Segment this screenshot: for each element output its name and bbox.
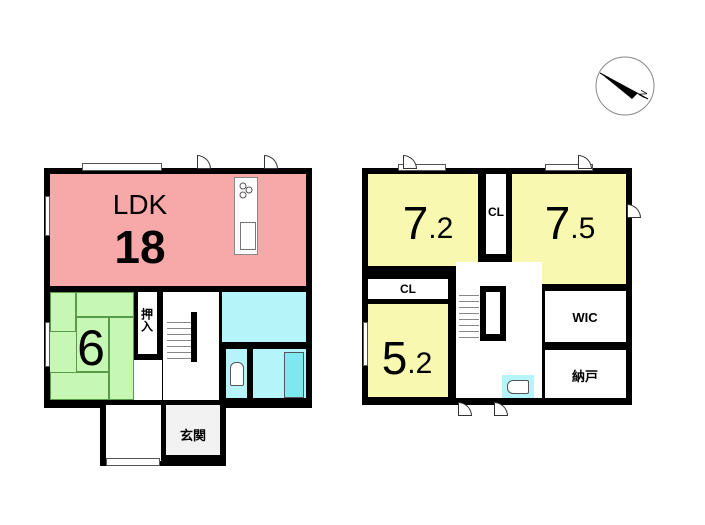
entrance-door[interactable] <box>106 458 160 466</box>
bedroom-5-2-size: 5.2 <box>372 330 442 386</box>
tatami <box>50 372 109 400</box>
size-whole: 7 <box>544 197 571 249</box>
bedroom-5-2 <box>368 304 448 397</box>
entrance-label: 玄関 <box>179 427 206 443</box>
tatami <box>109 317 134 400</box>
bedroom-7-5-size: 7.5 <box>530 195 610 251</box>
japanese-room-size: 6 <box>77 320 105 376</box>
room-washroom <box>222 292 306 342</box>
storage-nando <box>545 350 626 398</box>
ldk-size: 18 <box>114 221 166 273</box>
porch <box>106 405 161 461</box>
stair-wall <box>191 312 197 362</box>
window <box>398 164 446 171</box>
door-icon <box>403 155 417 169</box>
door-icon <box>627 204 641 218</box>
door-icon <box>197 155 211 169</box>
toilet-icon <box>230 362 244 386</box>
size-decimal: .5 <box>570 212 596 245</box>
room-japanese <box>50 292 134 400</box>
size-whole: 5 <box>381 332 408 384</box>
door-icon <box>578 155 592 169</box>
sink-icon <box>240 222 256 250</box>
genkan <box>166 405 220 455</box>
closet-cl-upper-label: CL <box>488 205 504 219</box>
closet-label: 押入 <box>139 308 154 332</box>
size-decimal: .2 <box>428 212 454 245</box>
room-ldk <box>50 174 306 286</box>
window <box>545 164 593 171</box>
hall-under <box>134 360 162 400</box>
door-icon <box>264 155 278 169</box>
compass-arrow-icon <box>595 56 655 116</box>
size-whole: 7 <box>402 197 429 249</box>
staircase <box>167 317 191 361</box>
tatami <box>76 292 134 317</box>
closet-cl-lower <box>368 279 448 299</box>
stair-well <box>486 292 500 334</box>
compass: N <box>594 55 656 117</box>
window <box>45 322 50 367</box>
bedroom-7-2 <box>368 174 478 266</box>
stove-icon <box>239 182 253 199</box>
size-decimal: .2 <box>407 347 433 380</box>
ldk-label: LDK <box>112 189 168 220</box>
closet-oshiire <box>138 292 157 354</box>
window <box>82 163 162 171</box>
staircase <box>459 290 479 342</box>
wic-label: WIC <box>572 309 598 325</box>
tatami <box>50 292 76 332</box>
tatami <box>76 317 109 372</box>
wic <box>545 291 626 342</box>
window <box>363 322 368 366</box>
window <box>45 196 50 236</box>
toilet-icon <box>507 380 529 394</box>
bathtub-icon <box>284 352 304 398</box>
bedroom-7-2-size: 7.2 <box>388 195 468 251</box>
kitchen-counter <box>234 177 258 255</box>
closet-cl-upper <box>486 174 506 254</box>
closet-cl-lower-label: CL <box>400 282 416 296</box>
storage-label: 納戸 <box>571 368 598 384</box>
